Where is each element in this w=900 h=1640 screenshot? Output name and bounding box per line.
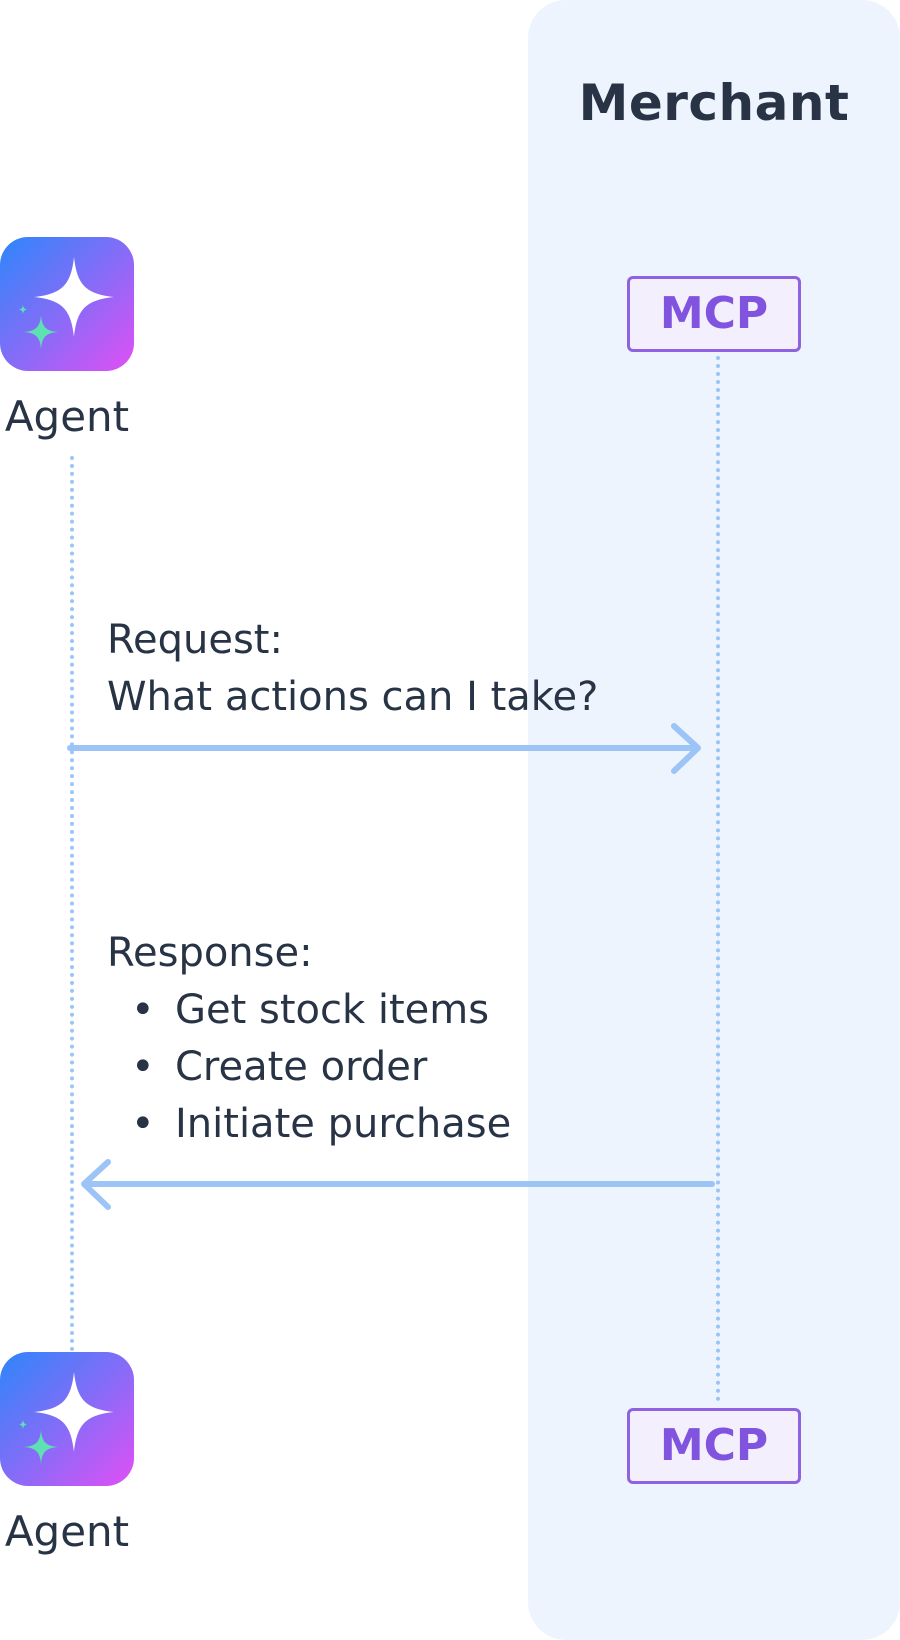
response-label: Response: bbox=[107, 930, 313, 976]
agent-label: Agent bbox=[4, 1507, 130, 1556]
merchant-panel bbox=[528, 0, 900, 1640]
list-item-text: Get stock items bbox=[175, 987, 490, 1033]
mcp-box: MCP bbox=[627, 1408, 801, 1484]
list-item: • Create order bbox=[107, 1039, 511, 1096]
bullet-dot: • bbox=[131, 987, 155, 1033]
list-item-text: Initiate purchase bbox=[175, 1101, 512, 1147]
mcp-box: MCP bbox=[627, 276, 801, 352]
response-message: Response: • Get stock items • Create order… bbox=[107, 925, 511, 1153]
bullet-dot: • bbox=[131, 1101, 155, 1147]
list-item: • Initiate purchase bbox=[107, 1096, 511, 1153]
request-arrow bbox=[67, 723, 701, 774]
response-arrow bbox=[81, 1159, 715, 1210]
bullet-dot: • bbox=[131, 1044, 155, 1090]
sparkle-icon bbox=[0, 1352, 134, 1486]
request-label: Request: bbox=[107, 617, 283, 663]
list-item: • Get stock items bbox=[107, 982, 511, 1039]
agent-label: Agent bbox=[4, 392, 130, 441]
agent-lifeline bbox=[70, 456, 74, 1352]
merchant-title: Merchant bbox=[578, 74, 850, 132]
request-text: What actions can I take? bbox=[107, 674, 599, 720]
request-message: Request: What actions can I take? bbox=[107, 612, 598, 726]
mcp-lifeline bbox=[716, 356, 720, 1402]
list-item-text: Create order bbox=[175, 1044, 428, 1090]
sparkle-icon bbox=[0, 237, 134, 371]
response-list: • Get stock items • Create order • Initiate… bbox=[107, 982, 511, 1153]
